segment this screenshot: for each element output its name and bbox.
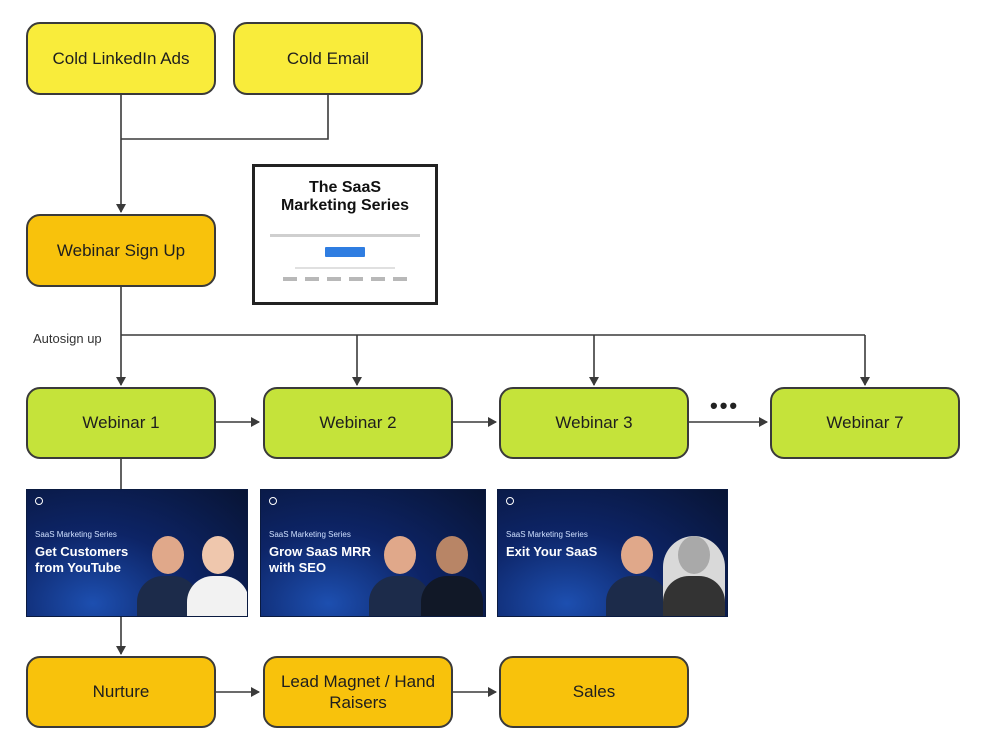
- node-lead-magnet-hand-raisers[interactable]: Lead Magnet / Hand Raisers: [263, 656, 453, 728]
- brand-logo: [506, 497, 519, 506]
- ellipsis-more-webinars: •••: [710, 393, 740, 418]
- webinar-thumbnail-1: SaaS Marketing Series Get Customers from…: [26, 489, 248, 617]
- thumbnail-series: SaaS Marketing Series: [506, 530, 588, 539]
- landing-page-preview: The SaaS Marketing Series: [252, 164, 438, 305]
- node-label: Lead Magnet / Hand Raisers: [280, 671, 436, 712]
- host-photo: [606, 536, 668, 616]
- node-webinar-sign-up[interactable]: Webinar Sign Up: [26, 214, 216, 287]
- webinar-thumbnail-3: SaaS Marketing Series Exit Your SaaS: [497, 489, 728, 617]
- preview-description-placeholder: [270, 233, 420, 237]
- node-label: Webinar Sign Up: [56, 240, 186, 260]
- node-label: Webinar 1: [82, 413, 160, 433]
- node-label: Webinar 7: [826, 413, 904, 433]
- thumbnail-title: Exit Your SaaS: [506, 544, 598, 559]
- preview-footer-placeholder: [295, 266, 395, 269]
- node-webinar-1[interactable]: Webinar 1: [26, 387, 216, 459]
- node-cold-email[interactable]: Cold Email: [233, 22, 423, 95]
- guest-photo: [663, 536, 725, 616]
- node-label: Cold LinkedIn Ads: [52, 48, 190, 68]
- node-label: Webinar 2: [319, 413, 397, 433]
- edge-label-autosignup: Autosign up: [33, 331, 102, 346]
- node-label: Webinar 3: [555, 413, 633, 433]
- node-webinar-3[interactable]: Webinar 3: [499, 387, 689, 459]
- node-webinar-2[interactable]: Webinar 2: [263, 387, 453, 459]
- preview-title: The SaaS Marketing Series: [280, 179, 410, 215]
- connector-email-to-signup: [121, 95, 329, 140]
- node-label: Nurture: [92, 682, 150, 702]
- guest-photo: [421, 536, 483, 616]
- node-sales[interactable]: Sales: [499, 656, 689, 728]
- thumbnail-series: SaaS Marketing Series: [269, 530, 351, 539]
- thumbnail-series: SaaS Marketing Series: [35, 530, 117, 539]
- thumbnail-title: Grow SaaS MRR with SEO: [269, 544, 371, 575]
- node-label: Cold Email: [286, 48, 370, 68]
- thumbnail-title: Get Customers from YouTube: [35, 544, 129, 575]
- brand-logo: [269, 497, 282, 506]
- node-nurture[interactable]: Nurture: [26, 656, 216, 728]
- webinar-thumbnail-2: SaaS Marketing Series Grow SaaS MRR with…: [260, 489, 486, 617]
- node-cold-linkedin-ads[interactable]: Cold LinkedIn Ads: [26, 22, 216, 95]
- node-webinar-7[interactable]: Webinar 7: [770, 387, 960, 459]
- guest-photo: [187, 536, 247, 616]
- brand-logo: [35, 497, 48, 506]
- preview-logo-row: [283, 276, 407, 281]
- preview-cta-button: [325, 246, 365, 257]
- preview-subtitle-placeholder: [344, 224, 345, 230]
- node-label: Sales: [572, 682, 616, 702]
- host-photo: [369, 536, 431, 616]
